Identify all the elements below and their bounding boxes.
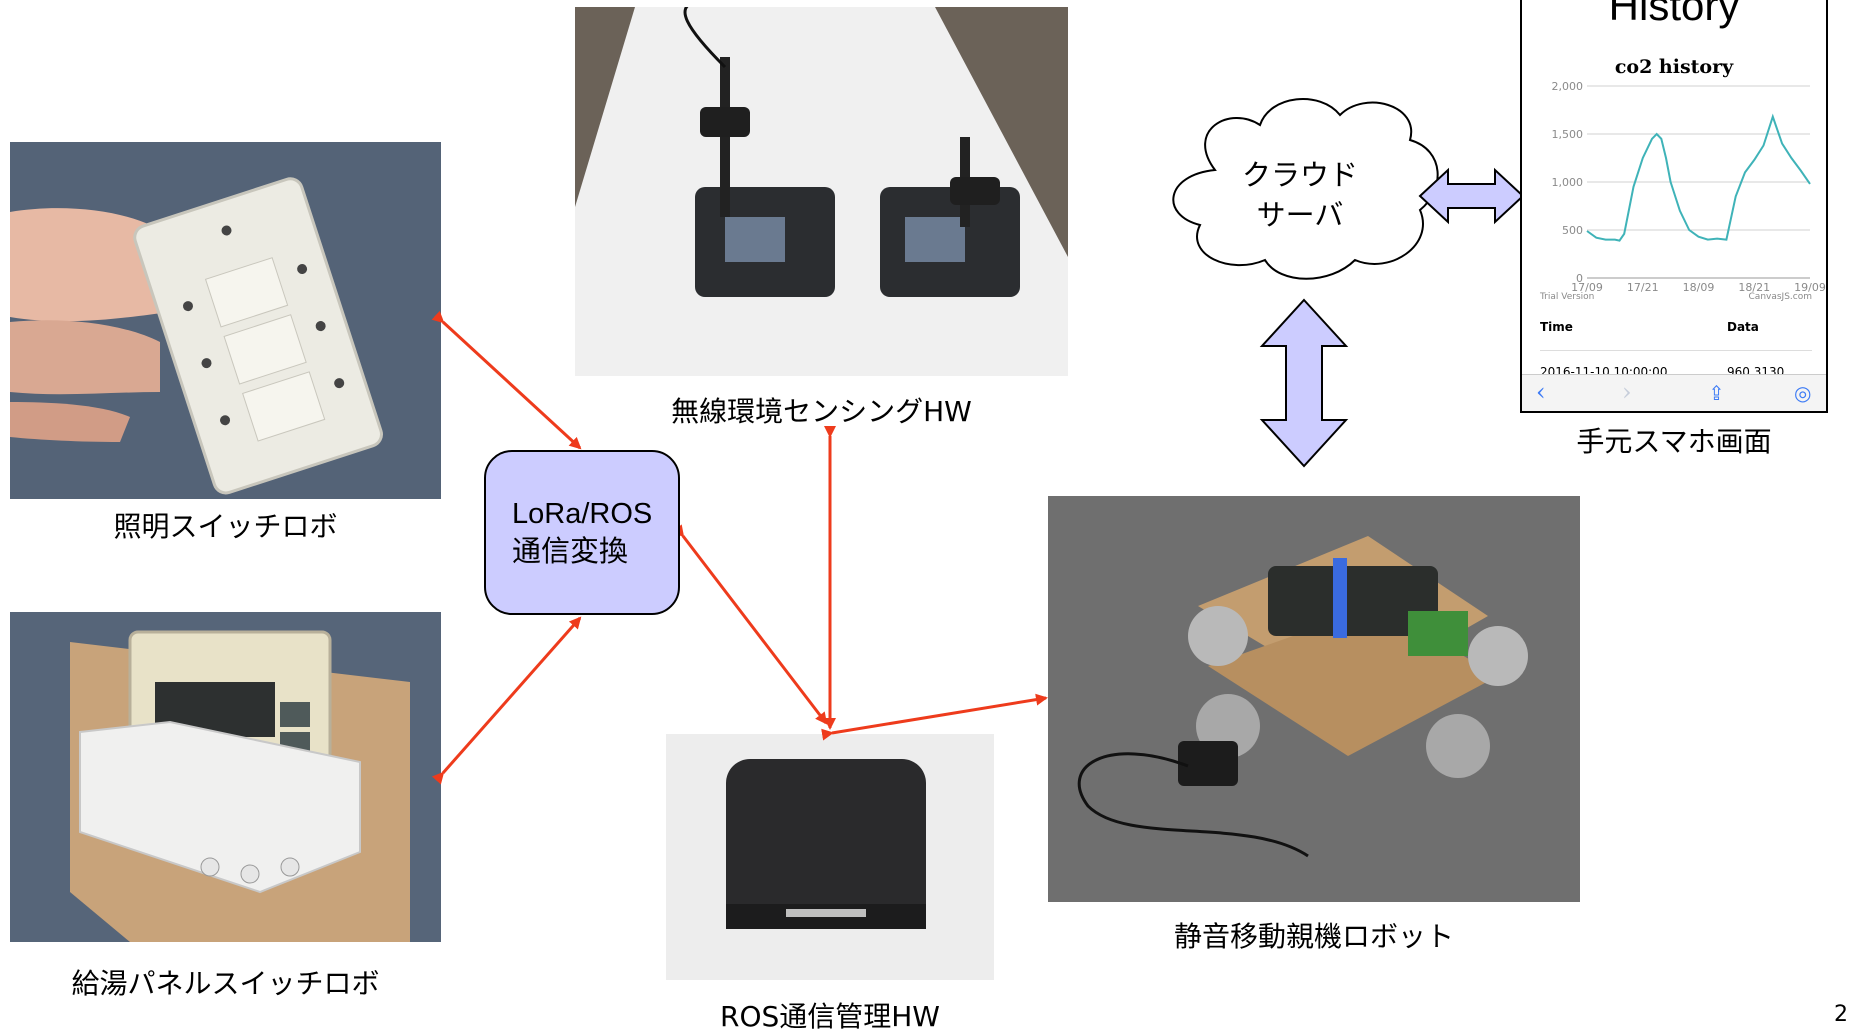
light-switch-robot-photo — [10, 142, 441, 499]
co2-series-line — [1586, 113, 1811, 242]
chart-title: co2 history — [1614, 56, 1734, 78]
hot-water-panel-robot-photo — [10, 612, 441, 942]
y-tick-label: 500 — [1562, 224, 1583, 237]
lora-box-line1: LoRa/ROS — [512, 497, 653, 530]
x-tick-label: 18/21 — [1738, 281, 1770, 294]
caption-light-switch-robot: 照明スイッチロボ — [113, 510, 338, 543]
lora-box-line2: 通信変換 — [512, 535, 629, 568]
arrow-light-robot-lora — [431, 310, 582, 450]
trial-version-label: Trial Version — [1540, 292, 1595, 302]
caption-smartphone-screen: 手元スマホ画面 — [1576, 425, 1772, 458]
caption-hot-water-panel-robot: 給湯パネルスイッチロボ — [71, 967, 380, 1000]
x-tick-label: 19/09 — [1794, 281, 1826, 294]
chevron-left-icon[interactable]: ‹ — [1536, 378, 1546, 406]
wireless-sensing-hw-photo — [575, 7, 1068, 376]
canvasjs-brand-label: CanvasJS.com — [1748, 292, 1812, 302]
arrow-ros-hw-robot — [821, 693, 1048, 741]
cloud-label-line1: クラウド — [1241, 158, 1358, 192]
table-divider — [1540, 350, 1812, 351]
caption-ros-comm-hw: ROS通信管理HW — [719, 1000, 940, 1033]
co2-history-chart: 0 500 1,000 1,500 2,000 17/09 17/21 18/09 18/21 1… — [1552, 80, 1826, 294]
arrow-hotwater-robot-lora — [431, 616, 582, 785]
y-tick-label: 1,000 — [1552, 176, 1584, 189]
x-tick-label: 18/09 — [1683, 281, 1715, 294]
share-icon[interactable]: ⇪ — [1708, 381, 1725, 405]
table-header-data: Data — [1727, 320, 1759, 334]
phone-history-title: History — [1608, 0, 1740, 29]
cloud-server-label: クラウド サーバ — [1200, 155, 1400, 235]
cloud-label-line2: サーバ — [1256, 198, 1344, 232]
page-number: 2 — [1834, 1002, 1848, 1027]
smartphone-screen: History co2 history 0 500 1,000 1,500 2,000 1… — [1520, 0, 1828, 413]
table-header-time: Time — [1540, 320, 1573, 334]
browser-toolbar: ‹ › ⇪ ◎ — [1522, 374, 1826, 411]
block-arrow-cloud-robot — [1259, 298, 1349, 468]
cloud-shape — [1172, 98, 1439, 280]
chevron-right-icon[interactable]: › — [1622, 378, 1632, 406]
x-tick-label: 17/21 — [1627, 281, 1659, 294]
compass-icon[interactable]: ◎ — [1794, 381, 1812, 405]
y-tick-label: 0 — [1576, 272, 1583, 285]
lora-ros-converter-box: LoRa/ROS 通信変換 — [484, 450, 680, 615]
mobile-parent-robot-photo — [1048, 496, 1580, 902]
y-tick-label: 1,500 — [1552, 128, 1584, 141]
arrow-lora-ros-hw — [672, 524, 828, 725]
caption-mobile-parent-robot: 静音移動親機ロボット — [1173, 920, 1454, 953]
caption-wireless-sensing-hw: 無線環境センシングHW — [671, 395, 972, 428]
ros-comm-hw-photo — [666, 734, 994, 980]
y-tick-label: 2,000 — [1552, 80, 1584, 93]
x-tick-label: 17/09 — [1571, 281, 1603, 294]
